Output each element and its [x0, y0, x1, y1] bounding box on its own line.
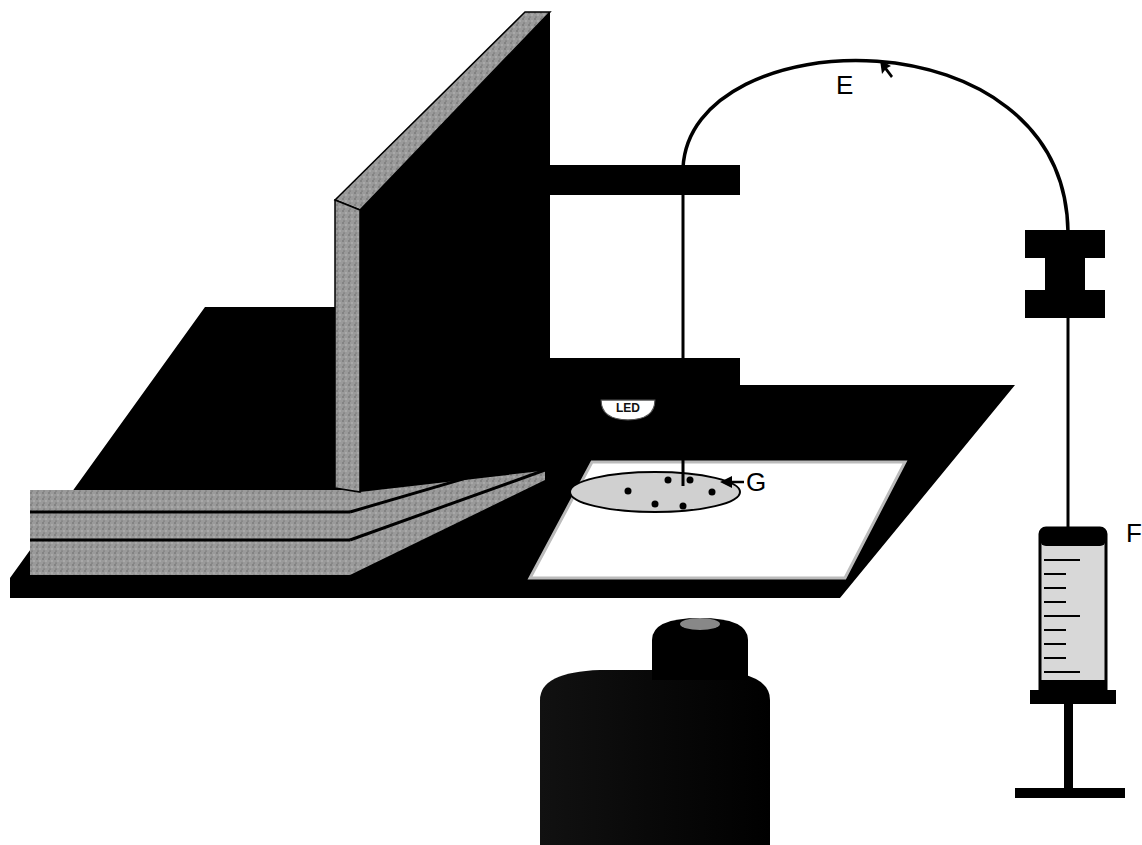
led-lamp: LED: [600, 399, 656, 421]
needle: [682, 165, 685, 486]
lower-arm: [545, 358, 740, 386]
tubing: [683, 61, 1068, 232]
upper-arm: [545, 165, 740, 195]
microscope-objective: [540, 618, 770, 845]
syringe: [1015, 528, 1125, 798]
leader-arrow: [880, 60, 893, 78]
syringe-needle: [1067, 318, 1070, 530]
particles: [625, 477, 716, 510]
leader-arrow: [720, 476, 744, 488]
vertical-column: [335, 12, 550, 492]
callout-letter: F: [1126, 520, 1142, 546]
led-outline: [601, 400, 655, 420]
callout-letter: G: [746, 469, 766, 495]
component-label: LED: [616, 402, 640, 414]
droplet: [570, 472, 740, 512]
callout-letter: E: [836, 72, 853, 98]
glass-slide: [530, 462, 905, 578]
tube-connector: [1025, 230, 1105, 318]
